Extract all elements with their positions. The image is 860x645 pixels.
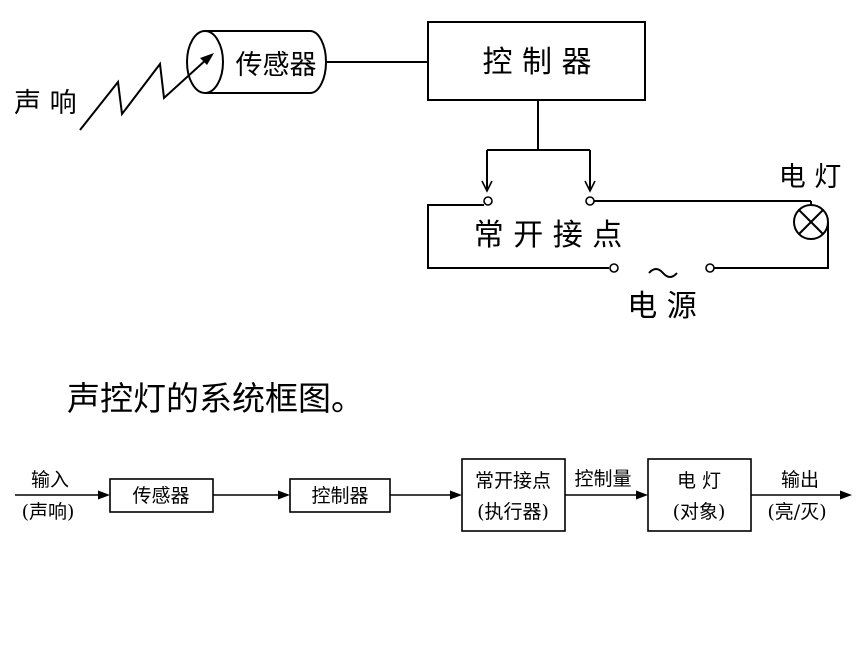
actuator-block-label: 常开接点	[475, 470, 551, 492]
output-sub-label: (亮/灭)	[767, 501, 826, 523]
power-terminal-right	[705, 263, 715, 273]
actuator-block-sub-label: (执行器)	[477, 501, 549, 523]
ac-source-icon	[648, 268, 678, 278]
controller-box	[427, 21, 646, 101]
sensor-block-label: 传感器	[132, 485, 189, 507]
sensor-to-controller-arrow	[213, 490, 290, 500]
circuit-loop	[427, 200, 829, 269]
input-arrow	[15, 490, 110, 500]
sound-wave-zigzag	[79, 57, 209, 131]
figure-caption: 声控灯的系统框图。	[67, 379, 364, 418]
object-block-sub-label: (对象)	[673, 501, 726, 523]
contact-terminal-right	[585, 196, 595, 206]
circuit-diagram: 声 响 传感器 控 制 器	[14, 21, 842, 324]
lamp-label: 电 灯	[779, 162, 842, 193]
power-label: 电 源	[627, 289, 697, 324]
object-block-label: 电 灯	[677, 470, 721, 492]
contact-label: 常 开 接 点	[474, 218, 623, 253]
sound-label: 声 响	[14, 88, 77, 119]
controller-block-label: 控制器	[311, 485, 368, 507]
output-arrow	[751, 490, 852, 500]
sensor-cylinder	[186, 30, 327, 94]
controller-output-branch	[481, 100, 596, 193]
output-label: 输出	[781, 469, 819, 491]
input-sub-label: (声响)	[22, 501, 75, 523]
actuator-to-object-arrow	[565, 490, 648, 500]
contact-terminal-left	[483, 196, 493, 206]
power-terminal-left	[609, 263, 619, 273]
control-signal-label: 控制量	[574, 468, 631, 490]
input-label: 输入	[31, 469, 69, 491]
block-diagram: 输入 (声响) 传感器 控制器 常开接点 (执行器) 控制量	[15, 458, 852, 532]
sound-wave-arrowhead	[200, 53, 214, 65]
controller-label: 控 制 器	[482, 45, 591, 80]
sensor-label: 传感器	[236, 50, 317, 81]
lamp-icon	[793, 204, 829, 240]
controller-to-actuator-arrow	[390, 490, 462, 500]
